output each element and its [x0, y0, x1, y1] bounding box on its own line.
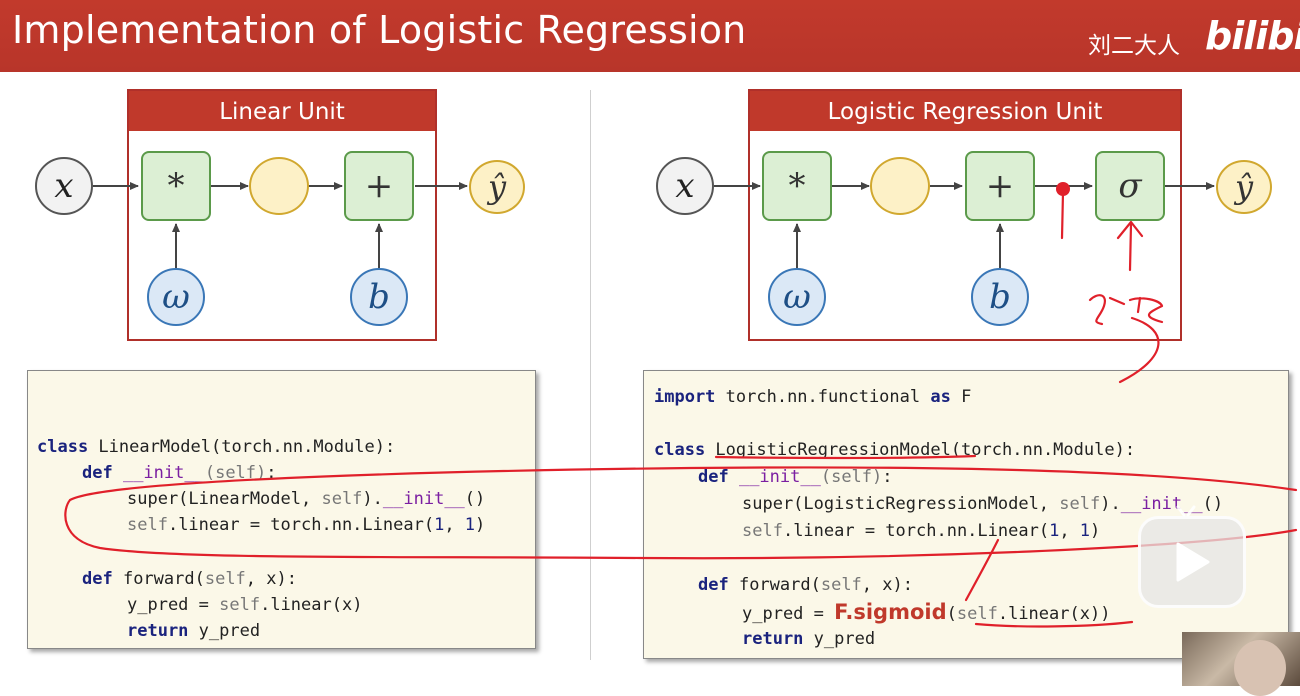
lr-weight-node: ω — [768, 268, 826, 326]
input-x-label: x — [54, 166, 74, 206]
bias-label: b — [368, 277, 390, 317]
output-yhat-node: ŷ — [469, 160, 525, 214]
linear-unit-frame: Linear Unit — [127, 89, 437, 341]
linear-unit-title: Linear Unit — [129, 91, 435, 131]
sigmoid-label: σ — [1118, 166, 1142, 206]
play-icon — [1176, 542, 1210, 582]
linear-unit-arrows — [93, 182, 468, 268]
code-line-linear: self.linear = torch.nn.Linear(1, 1) — [127, 515, 486, 535]
bias-node: b — [350, 268, 408, 326]
logistic-model-code: import torch.nn.functional as F class Lo… — [643, 370, 1289, 659]
code-line-forward-def: def forward(self, x): — [82, 569, 297, 589]
center-divider — [590, 90, 591, 660]
lr-multiply-node: * — [762, 151, 832, 221]
lr-bias-node: b — [971, 268, 1029, 326]
lr-input-x-label: x — [675, 166, 695, 206]
code-line-ypred: y_pred = self.linear(x) — [127, 595, 363, 615]
code-line-lr-linear: self.linear = torch.nn.Linear(1, 1) — [742, 521, 1101, 541]
lr-weight-label: ω — [783, 277, 811, 317]
multiply-label: * — [167, 166, 185, 206]
intermediate-node — [249, 157, 309, 215]
sigmoid-node: σ — [1095, 151, 1165, 221]
sigmoid-call: F.sigmoid — [834, 600, 947, 624]
output-yhat-label: ŷ — [487, 168, 507, 206]
bilibili-logo: bilibili — [1205, 14, 1300, 58]
linear-model-code: class LinearModel(torch.nn.Module): def … — [27, 370, 536, 649]
multiply-node: * — [141, 151, 211, 221]
weight-label: ω — [162, 277, 190, 317]
code-line-lr-super: super(LogisticRegressionModel, self).__i… — [742, 494, 1224, 514]
lr-multiply-label: * — [788, 166, 806, 206]
code-line-lr-ypred: y_pred = F.sigmoid(self.linear(x)) — [742, 600, 1111, 624]
logistic-unit-frame: Logistic Regression Unit — [748, 89, 1182, 341]
lr-output-yhat-node: ŷ — [1216, 160, 1272, 214]
code-line-lr-init-def: def __init__(self): — [698, 467, 893, 487]
code-line-super: super(LinearModel, self).__init__() — [127, 489, 486, 509]
lr-add-node: + — [965, 151, 1035, 221]
lr-output-yhat-label: ŷ — [1234, 168, 1254, 206]
code-line-lr-return: return y_pred — [742, 629, 876, 649]
input-x-node: x — [35, 157, 93, 215]
code-line-init-def: def __init__(self): — [82, 463, 277, 483]
webcam-overlay — [1182, 632, 1300, 696]
weight-node: ω — [147, 268, 205, 326]
code-line-lr-forward-def: def forward(self, x): — [698, 575, 913, 595]
lr-intermediate-node — [870, 157, 930, 215]
add-label: + — [364, 166, 394, 206]
slide-title: Implementation of Logistic Regression — [12, 8, 747, 52]
code-line-import: import torch.nn.functional as F — [654, 387, 972, 407]
add-node: + — [344, 151, 414, 221]
code-line-class: class LinearModel(torch.nn.Module): — [37, 437, 396, 457]
lr-bias-label: b — [989, 277, 1011, 317]
lr-add-label: + — [985, 166, 1015, 206]
header-bar: Implementation of Logistic Regression 刘二… — [0, 0, 1300, 72]
author-name: 刘二大人 — [1088, 33, 1180, 59]
play-button[interactable] — [1138, 516, 1246, 608]
lr-input-x-node: x — [656, 157, 714, 215]
presenter-face — [1234, 640, 1286, 696]
code-line-lr-class: class LogisticRegressionModel(torch.nn.M… — [654, 440, 1136, 460]
code-line-return: return y_pred — [127, 621, 261, 641]
tv-ears-icon — [1176, 505, 1196, 517]
logistic-unit-title: Logistic Regression Unit — [750, 91, 1180, 131]
